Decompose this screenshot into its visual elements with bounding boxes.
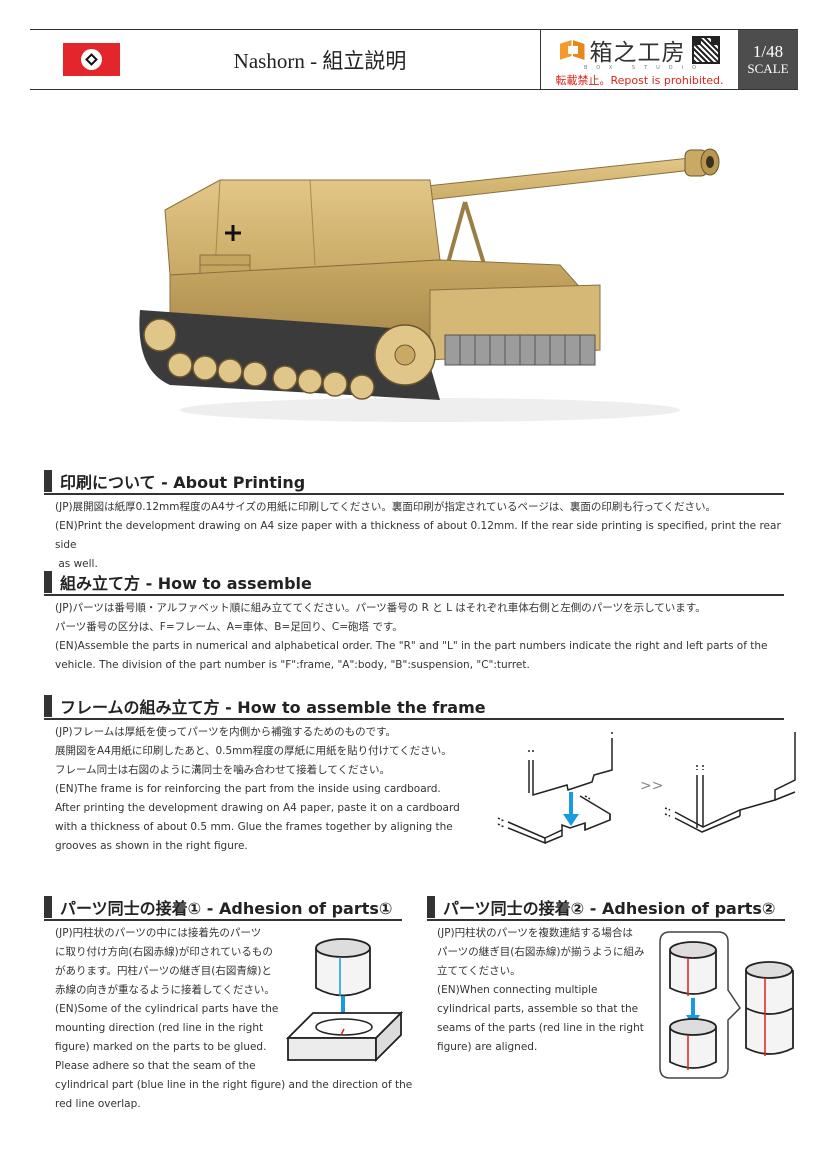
section-assemble-title: 組み立て方 - How to assemble xyxy=(44,570,784,596)
brand-name: 箱之工房 xyxy=(589,40,686,66)
section-adhesion2-body: (JP)円柱状のパーツを複数連結する場合は パーツの継ぎ目(右図赤線)が揃うよう… xyxy=(437,927,645,1053)
flag-cell xyxy=(30,30,130,89)
section-frame-body: (JP)フレームは厚紙を使ってパーツを内側から補強するためのものです。 展開図を… xyxy=(55,726,460,852)
scale-label: SCALE xyxy=(747,61,789,76)
scale-ratio: 1/48 xyxy=(752,42,784,61)
adhesion2-figure xyxy=(648,930,798,1080)
tank-photo xyxy=(130,140,730,430)
section-adhesion2-title: パーツ同士の接着② - Adhesion of parts② xyxy=(427,895,785,921)
document-header: Nashorn - 組立説明 箱之工房 BOX STUDIO 転載禁止。Repo… xyxy=(30,29,798,90)
section-marker xyxy=(44,896,52,918)
section-marker xyxy=(44,571,52,593)
scale-badge: 1/48 SCALE xyxy=(738,30,798,89)
section-marker xyxy=(44,695,52,717)
emblem-placeholder-icon xyxy=(84,53,98,66)
section-printing-body: (JP)展開図は紙厚0.12mm程度のA4サイズの用紙に印刷してください。裏面印… xyxy=(55,501,785,570)
adhesion1-figure xyxy=(283,928,408,1063)
qr-code-icon xyxy=(691,36,720,64)
section-frame-title: フレームの組み立て方 - How to assemble the frame xyxy=(44,694,784,720)
repost-warning: 転載禁止。Repost is prohibited. xyxy=(555,74,724,87)
flag-disc xyxy=(80,49,102,70)
document-title: Nashorn - 組立説明 xyxy=(233,48,407,73)
section-printing-title: 印刷について - About Printing xyxy=(44,469,784,495)
flag-icon xyxy=(62,43,120,76)
frame-assembly-figure: >> xyxy=(490,730,800,845)
section-marker xyxy=(44,470,52,492)
section-adhesion1-title: パーツ同士の接着① - Adhesion of parts① xyxy=(44,895,402,921)
section-adhesion1-body: (JP)円柱状のパーツの中には接着先のパーツ に取り付け方向(右図赤線)が印され… xyxy=(55,927,413,1110)
section-assemble-body: (JP)パーツは番号順・アルファベット順に組み立ててください。パーツ番号の R … xyxy=(55,602,768,671)
brand-block: 箱之工房 BOX STUDIO 転載禁止。Repost is prohibite… xyxy=(540,30,738,89)
box-studio-logo-icon xyxy=(559,37,586,63)
figure-arrow-label: >> xyxy=(640,778,663,794)
section-marker xyxy=(427,896,435,918)
brand-subtitle: BOX STUDIO xyxy=(583,65,706,71)
